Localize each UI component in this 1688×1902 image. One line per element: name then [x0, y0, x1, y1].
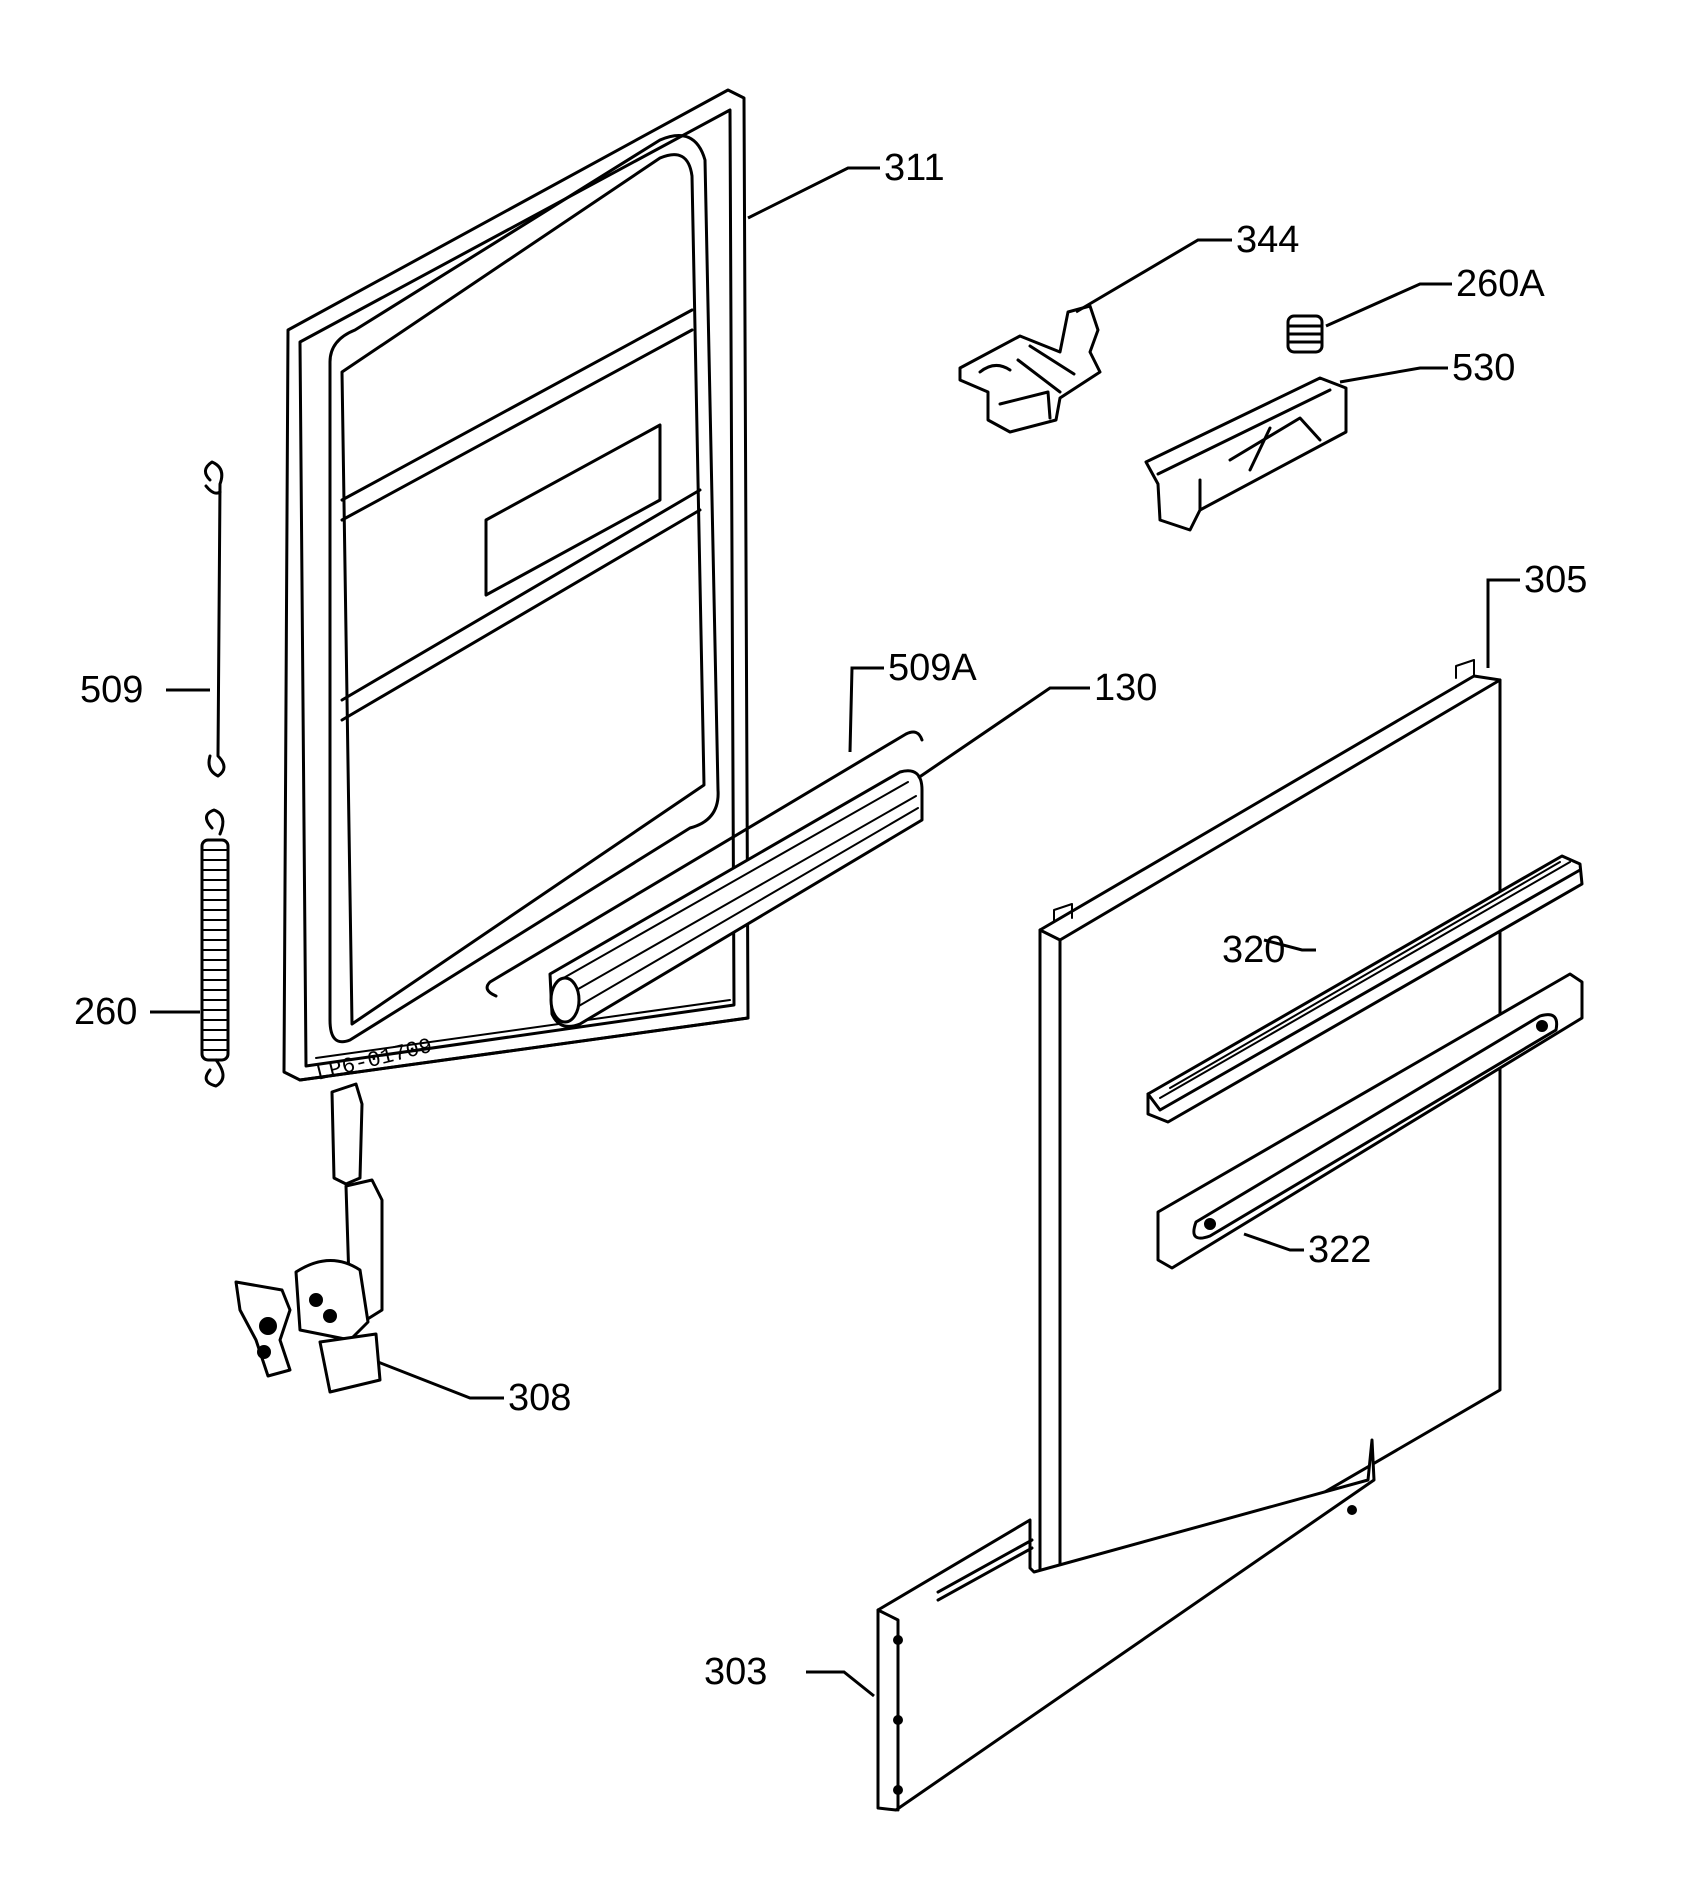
label-260: 260 [74, 991, 137, 1033]
label-305: 305 [1524, 559, 1587, 601]
wire-509A [485, 730, 924, 998]
label-130: 130 [1094, 667, 1157, 709]
leader-320 [1263, 938, 1316, 952]
catch-530 [1144, 376, 1348, 532]
leader-530 [1339, 366, 1448, 384]
label-303: 303 [704, 1651, 767, 1693]
leader-260A [1325, 282, 1452, 328]
label-320: 320 [1222, 929, 1285, 971]
handle-320 [1146, 854, 1584, 1124]
leader-130 [917, 686, 1090, 780]
coil-spring-260 [200, 808, 230, 1088]
label-344: 344 [1236, 219, 1299, 261]
kick-plate-303 [876, 1438, 1376, 1812]
handle-backplate-322 [1156, 972, 1584, 1270]
label-311: 311 [884, 147, 945, 189]
label-322: 322 [1308, 1229, 1371, 1271]
rod-509 [204, 460, 226, 778]
leader-509A [848, 666, 884, 753]
seal-strip-130 [548, 769, 924, 1028]
label-260A: 260A [1456, 263, 1545, 305]
label-530: 530 [1452, 347, 1515, 389]
leader-322 [1243, 1232, 1304, 1252]
label-308: 308 [508, 1377, 571, 1419]
leader-308 [377, 1360, 504, 1400]
label-509A: 509A [888, 647, 977, 689]
leader-305 [1486, 578, 1520, 668]
leader-311 [747, 166, 880, 220]
label-509: 509 [80, 669, 143, 711]
inner-door-panel-311 [282, 88, 750, 1082]
leader-303 [806, 1670, 875, 1698]
hinge-308 [234, 1082, 384, 1394]
latch-344 [958, 304, 1102, 434]
small-spring-260A [1286, 314, 1324, 354]
leader-344 [1075, 238, 1232, 314]
